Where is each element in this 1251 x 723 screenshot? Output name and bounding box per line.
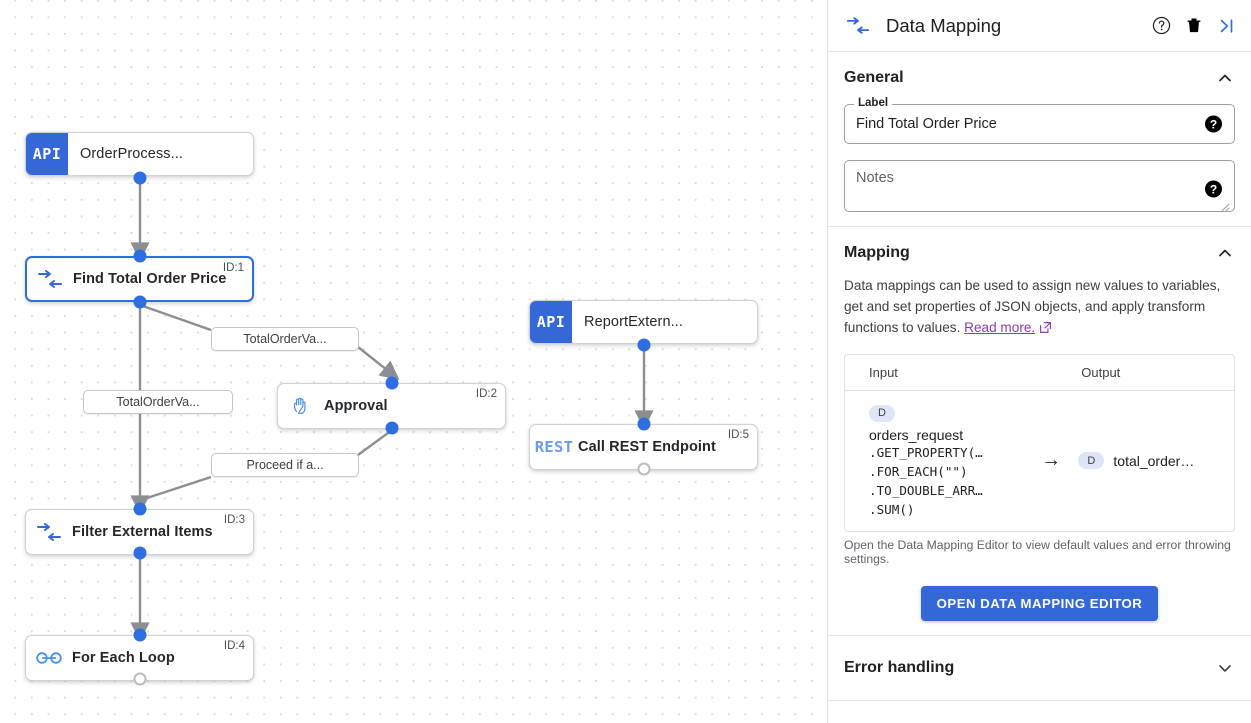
mapping-table-row[interactable]: D orders_request .GET_PROPERTY(… .FOR_EA… (845, 391, 1234, 531)
label-field-value: Find Total Order Price (856, 116, 997, 132)
section-mapping-header[interactable]: Mapping (844, 243, 1235, 263)
read-more-link[interactable]: Read more. (964, 320, 1036, 335)
properties-panel: Data Mapping (828, 0, 1251, 723)
help-icon[interactable]: ? (1205, 180, 1222, 198)
node-call-rest-endpoint[interactable]: REST Call REST Endpoint ID:5 (529, 424, 758, 470)
input-variable-name: orders_request (869, 426, 964, 443)
label-field-legend: Label (854, 97, 893, 109)
section-title: Error handling (844, 658, 955, 676)
node-find-total-order-price[interactable]: Find Total Order Price ID:1 (25, 256, 254, 302)
collapse-panel-icon[interactable] (1216, 16, 1237, 36)
node-id-label: ID:2 (475, 388, 497, 400)
column-header-input: Input (869, 365, 898, 380)
node-order-process[interactable]: API OrderProcess... (25, 132, 254, 176)
node-title: Call REST Endpoint (578, 439, 716, 455)
node-id-label: ID:4 (223, 640, 245, 652)
edge-label-total-order-left[interactable]: TotalOrderVa... (83, 390, 233, 414)
mapping-input-cell: D orders_request .GET_PROPERTY(… .FOR_EA… (845, 391, 1024, 531)
input-expression-line: .TO_DOUBLE_ARR… (869, 482, 983, 498)
node-port-in[interactable] (133, 628, 147, 642)
node-port-out[interactable] (133, 295, 147, 309)
edge-label-proceed-if[interactable]: Proceed if a... (211, 453, 359, 477)
mapping-table: Input Output D orders_request .GET_PROPE… (844, 354, 1235, 532)
node-title: Find Total Order Price (73, 271, 227, 287)
loop-infinity-icon (26, 650, 72, 666)
input-expression-line: .SUM() (869, 501, 915, 517)
open-data-mapping-editor-button[interactable]: OPEN DATA MAPPING EDITOR (920, 585, 1159, 621)
workflow-canvas[interactable]: API OrderProcess... Find Total Order Pri… (0, 0, 828, 723)
input-expression-line: .FOR_EACH("") (869, 463, 968, 479)
resize-grip-icon[interactable] (1221, 199, 1230, 212)
section-title: General (844, 69, 904, 86)
mapping-hint: Open the Data Mapping Editor to view def… (844, 537, 1231, 566)
node-title: OrderProcess... (80, 146, 184, 162)
datatype-badge: D (1078, 452, 1105, 470)
mapping-button-row: OPEN DATA MAPPING EDITOR (844, 585, 1235, 621)
mapping-description: Data mappings can be used to assign new … (844, 275, 1235, 340)
label-field[interactable]: Label Find Total Order Price ? (844, 97, 1235, 144)
node-id-label: ID:3 (223, 514, 245, 526)
node-port-in[interactable] (133, 502, 147, 516)
node-port-out[interactable] (385, 421, 399, 435)
mapping-output-cell: D total_order… (1078, 452, 1234, 470)
mapping-description-text: Data mappings can be used to assign new … (844, 278, 1221, 335)
node-id-label: ID:1 (222, 262, 244, 274)
data-mapping-icon (27, 270, 73, 288)
column-header-output: Output (1081, 365, 1121, 380)
section-general: General Label Find Total Order Price ? N… (828, 52, 1251, 226)
edge-label-total-order-top[interactable]: TotalOrderVa... (211, 327, 359, 351)
section-mapping: Mapping Data mappings can be used to ass… (828, 226, 1251, 635)
mapping-table-header: Input Output (845, 355, 1234, 391)
rest-badge: REST (534, 438, 574, 456)
node-title: For Each Loop (72, 650, 175, 666)
section-error-handling: Error handling (828, 634, 1251, 701)
panel-header: Data Mapping (828, 0, 1251, 52)
api-badge: API (530, 301, 572, 343)
node-port-out[interactable] (133, 171, 147, 185)
node-title: ReportExtern... (584, 314, 684, 330)
help-circle-icon[interactable] (1151, 15, 1172, 36)
node-port-out[interactable] (133, 546, 147, 560)
section-title: Mapping (844, 244, 910, 261)
chevron-down-icon[interactable] (1215, 658, 1235, 678)
data-mapping-icon (846, 17, 870, 34)
node-port-out[interactable] (637, 462, 651, 476)
input-expression-line: .GET_PROPERTY(… (869, 444, 983, 460)
data-mapping-icon (26, 523, 72, 541)
node-report-external[interactable]: API ReportExtern... (529, 300, 758, 344)
chevron-up-icon[interactable] (1215, 68, 1235, 88)
output-variable-name: total_order… (1113, 452, 1195, 469)
notes-field[interactable]: Notes ? (844, 160, 1235, 212)
node-title: Approval (324, 398, 388, 414)
node-id-label: ID:5 (727, 429, 749, 441)
node-title: Filter External Items (72, 524, 213, 540)
node-port-in[interactable] (133, 249, 147, 263)
node-port-out[interactable] (637, 338, 651, 352)
external-link-icon[interactable] (1039, 319, 1052, 340)
mapping-arrow-icon: → (1041, 449, 1062, 472)
section-general-header[interactable]: General (844, 68, 1235, 88)
edge-connectors (130, 178, 654, 642)
chevron-up-icon[interactable] (1215, 243, 1235, 263)
node-port-out[interactable] (133, 672, 147, 686)
panel-title: Data Mapping (886, 14, 1002, 36)
help-icon[interactable]: ? (1205, 115, 1222, 133)
datatype-badge: D (869, 404, 895, 422)
node-port-in[interactable] (385, 376, 399, 390)
trash-icon[interactable] (1184, 15, 1204, 36)
notes-field-placeholder: Notes (856, 170, 894, 186)
node-port-in[interactable] (637, 417, 651, 431)
api-badge: API (26, 133, 68, 175)
section-error-handling-header[interactable]: Error handling (844, 658, 1235, 678)
hand-icon (278, 395, 324, 417)
node-approval[interactable]: Approval ID:2 (277, 383, 506, 429)
